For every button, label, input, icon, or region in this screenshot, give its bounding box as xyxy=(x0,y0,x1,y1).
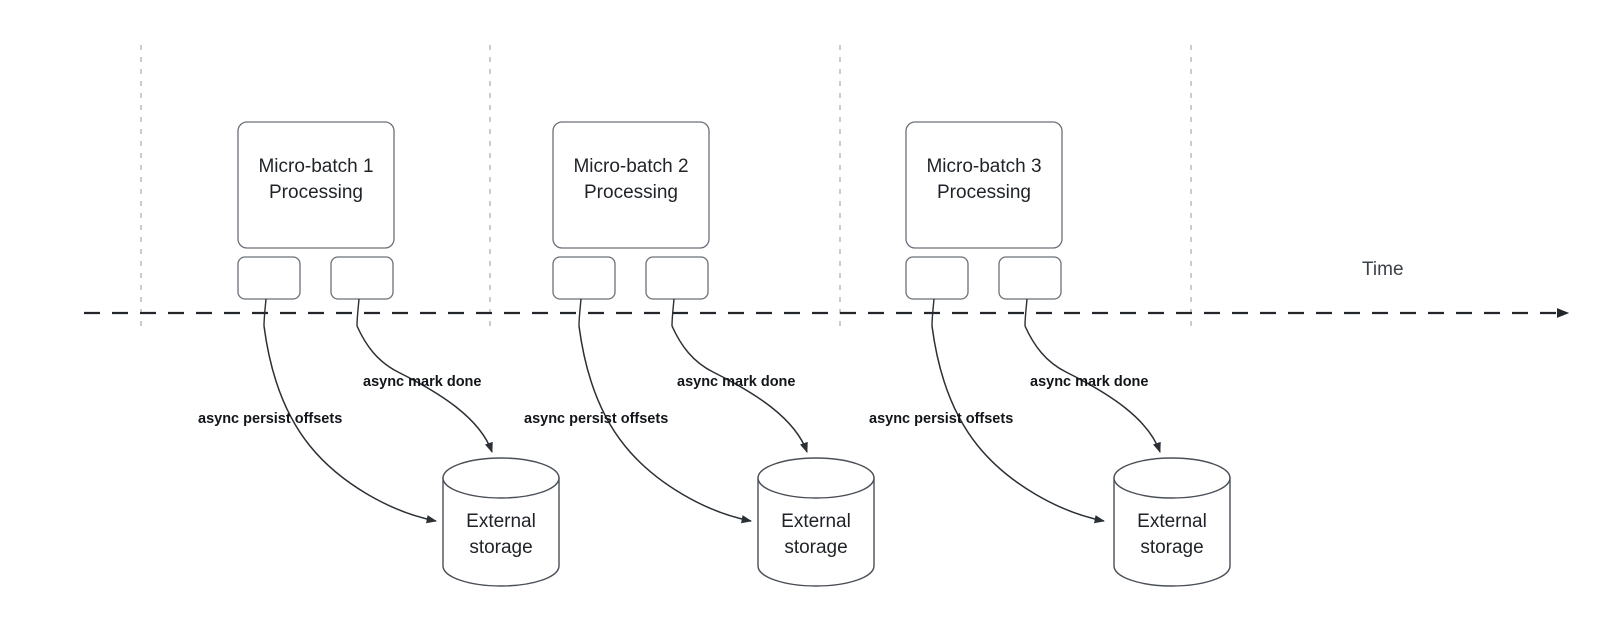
time-axis-group: Time xyxy=(84,259,1570,318)
micro-batch-group-2: Micro-batch 2 Processing async mark done… xyxy=(524,121,875,587)
micro-batch-3-persist-offsets-arrow xyxy=(931,325,1105,524)
micro-batch-3-mark-done-label: async mark done xyxy=(1030,374,1148,390)
micro-batch-1-task-box-left[interactable] xyxy=(237,256,301,300)
micro-batch-3-label-line2: Processing xyxy=(937,182,1031,203)
external-storage-2-label-line1: External xyxy=(781,511,851,532)
micro-batch-3-label-line1: Micro-batch 3 xyxy=(926,156,1041,177)
external-storage-1-label-line1: External xyxy=(466,511,536,532)
micro-batch-1-persist-offsets-arrow xyxy=(263,325,437,524)
external-storage-3-top xyxy=(1113,457,1231,499)
micro-batch-2-task-box-left[interactable] xyxy=(552,256,616,300)
external-storage-1-top xyxy=(442,457,560,499)
external-storage-3[interactable]: External storage xyxy=(1113,457,1231,587)
micro-batch-3-mark-done-arrow xyxy=(1024,325,1161,453)
micro-batch-1-mark-done-arrow xyxy=(356,325,493,453)
micro-batch-2-label-line1: Micro-batch 2 xyxy=(573,156,688,177)
external-storage-2-body xyxy=(757,477,875,587)
external-storage-1-label-line2: storage xyxy=(469,537,532,558)
micro-batch-2-box[interactable] xyxy=(552,121,710,249)
external-storage-2[interactable]: External storage xyxy=(757,457,875,587)
micro-batch-2-stem-right xyxy=(671,298,675,327)
time-axis-label: Time xyxy=(1362,259,1404,280)
micro-batch-1-stem-right xyxy=(356,298,360,327)
micro-batch-3-persist-offsets-label: async persist offsets xyxy=(869,411,1013,427)
micro-batch-2-label-line2: Processing xyxy=(584,182,678,203)
external-storage-3-label-line2: storage xyxy=(1140,537,1203,558)
external-storage-2-label-line2: storage xyxy=(784,537,847,558)
micro-batch-3-task-box-left[interactable] xyxy=(905,256,969,300)
micro-batch-1-mark-done-label: async mark done xyxy=(363,374,481,390)
external-storage-2-top xyxy=(757,457,875,499)
micro-batch-2-mark-done-arrow xyxy=(671,325,808,453)
micro-batch-group-1: Micro-batch 1 Processing async mark done… xyxy=(198,121,560,587)
micro-batch-2-mark-done-label: async mark done xyxy=(677,374,795,390)
micro-batch-2-persist-offsets-label: async persist offsets xyxy=(524,411,668,427)
micro-batch-1-label-line1: Micro-batch 1 xyxy=(258,156,373,177)
micro-batch-1-persist-offsets-label: async persist offsets xyxy=(198,411,342,427)
external-storage-1-body xyxy=(442,477,560,587)
micro-batch-3-stem-left xyxy=(931,298,935,327)
external-storage-3-label-line1: External xyxy=(1137,511,1207,532)
micro-batch-2-task-box-right[interactable] xyxy=(645,256,709,300)
micro-batch-group-3: Micro-batch 3 Processing async mark done… xyxy=(869,121,1231,587)
external-storage-3-body xyxy=(1113,477,1231,587)
micro-batch-1-box[interactable] xyxy=(237,121,395,249)
micro-batch-1-stem-left xyxy=(263,298,267,327)
micro-batch-2-persist-offsets-arrow xyxy=(578,325,752,524)
micro-batch-3-stem-right xyxy=(1024,298,1028,327)
micro-batch-2-stem-left xyxy=(578,298,582,327)
micro-batch-3-task-box-right[interactable] xyxy=(998,256,1062,300)
micro-batch-3-box[interactable] xyxy=(905,121,1063,249)
micro-batch-1-task-box-right[interactable] xyxy=(330,256,394,300)
micro-batch-1-label-line2: Processing xyxy=(269,182,363,203)
external-storage-1[interactable]: External storage xyxy=(442,457,560,587)
